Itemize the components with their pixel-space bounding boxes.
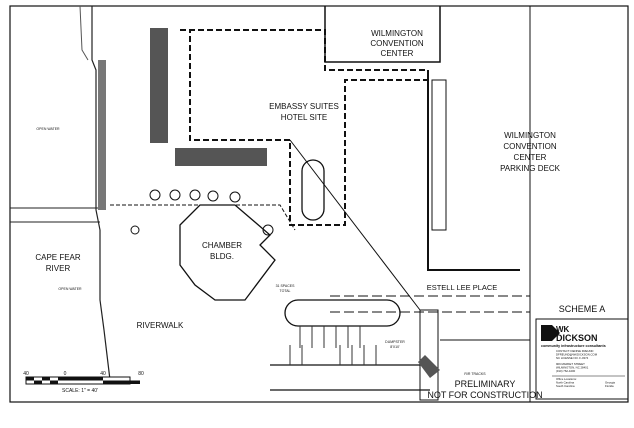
preliminary-label: PRELIMINARY	[455, 379, 516, 389]
svg-text:8'X10': 8'X10'	[390, 345, 400, 349]
chamber-label: CHAMBER	[202, 241, 242, 250]
embassy-label: EMBASSY SUITES	[269, 102, 339, 111]
embassy-site-boundary	[180, 29, 429, 226]
svg-text:CONVENTION: CONVENTION	[370, 39, 424, 48]
svg-text:RIVER: RIVER	[46, 264, 71, 273]
svg-text:909 MARKET STREET: 909 MARKET STREET	[556, 362, 585, 366]
logo-text-bottom: DICKSON	[556, 333, 598, 343]
pier	[10, 207, 100, 223]
title-block: SCHEME A WK DICKSON community infrastruc…	[529, 6, 629, 402]
estell-lee-place-label: ESTELL LEE PLACE	[427, 283, 498, 292]
wk-dickson-logo-icon	[541, 325, 560, 341]
svg-text:0: 0	[64, 371, 67, 377]
hatched-planter-2	[175, 148, 267, 166]
parking-deck-outline	[427, 74, 520, 271]
hatched-planter	[150, 28, 168, 143]
svg-text:Florida: Florida	[605, 384, 614, 388]
svg-text:Office Locations:: Office Locations:	[556, 377, 577, 381]
svg-text:TOTAL: TOTAL	[280, 289, 291, 293]
scale-bar: 40 0 40 80 SCALE: 1" = 40'	[23, 371, 144, 394]
svg-text:Georgia: Georgia	[605, 381, 615, 385]
parking-island	[284, 299, 401, 327]
river-label: CAPE FEAR	[35, 253, 81, 262]
svg-text:CENTER: CENTER	[381, 49, 414, 58]
svg-text:South Carolina: South Carolina	[556, 384, 575, 388]
trees	[130, 189, 274, 236]
svg-text:WILMINGTON, NC 28401: WILMINGTON, NC 28401	[556, 366, 589, 370]
svg-text:(910) 762-4200: (910) 762-4200	[556, 369, 576, 373]
estell-lee-place-road	[330, 295, 530, 313]
logo-text-top: WK	[556, 325, 570, 334]
parking-stalls	[289, 326, 377, 365]
spaces-label: 31 SPACES	[276, 284, 295, 288]
scale-text: SCALE: 1" = 40'	[62, 388, 98, 394]
convention-center-label: WILMINGTON	[371, 29, 423, 38]
svg-text:NC LICENSE NO. F-0374: NC LICENSE NO. F-0374	[556, 356, 589, 360]
svg-text:NOT FOR CONSTRUCTION: NOT FOR CONSTRUCTION	[427, 390, 542, 400]
svg-text:80: 80	[138, 371, 144, 377]
dumpster-label: DUMPSTER	[385, 340, 405, 344]
svg-text:40: 40	[100, 371, 106, 377]
drawing-border	[9, 5, 629, 403]
svg-text:40: 40	[23, 371, 29, 377]
svg-text:North Carolina: North Carolina	[556, 381, 574, 385]
dumpster-pad	[418, 355, 440, 378]
scheme-label: SCHEME A	[559, 304, 606, 314]
svg-text:CONTACT: DENISE FREUND: CONTACT: DENISE FREUND	[556, 349, 593, 353]
shoreline	[91, 6, 111, 381]
svg-text:BLDG.: BLDG.	[210, 252, 234, 261]
svg-text:DFREUND@WKDICKSON.COM: DFREUND@WKDICKSON.COM	[556, 353, 598, 357]
rail-tracks-label: R/R TRACKS	[464, 372, 486, 376]
svg-text:community infrastructure consu: community infrastructure consultants	[541, 344, 606, 348]
chamber-building	[179, 204, 276, 301]
oval-island	[301, 159, 325, 221]
svg-text:OPEN WATER: OPEN WATER	[58, 287, 82, 291]
riverwalk-label: RIVERWALK	[137, 321, 184, 330]
open-water-label: OPEN WATER	[36, 127, 60, 131]
convention-center-outline	[324, 6, 441, 63]
svg-text:HOTEL SITE: HOTEL SITE	[281, 113, 327, 122]
